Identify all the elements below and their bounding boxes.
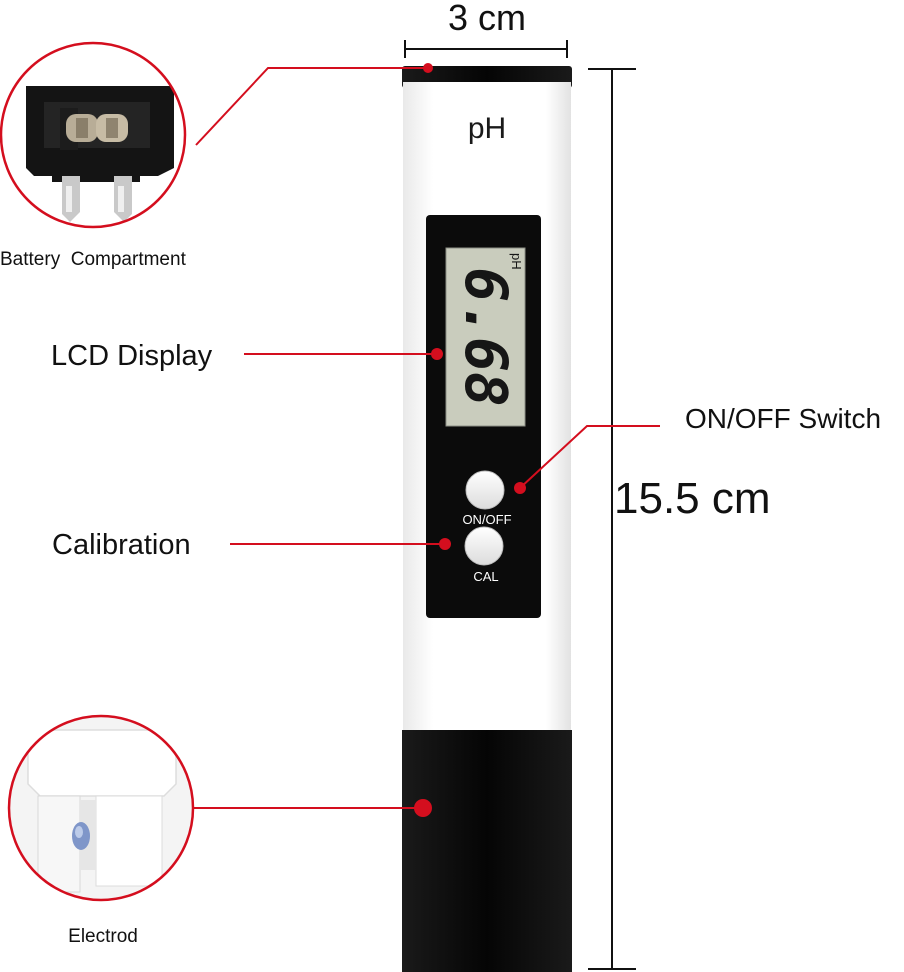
electrode-dot	[414, 799, 432, 817]
lcd-screen	[446, 248, 525, 426]
electrode-label: Electrod	[68, 926, 138, 947]
calibration-label: Calibration	[52, 529, 191, 561]
battery-dot	[423, 63, 433, 73]
battery-leader	[195, 67, 428, 146]
lcd-display-label: LCD Display	[51, 340, 213, 372]
battery-compartment-label: Battery Compartment	[0, 249, 187, 270]
callout-dots	[414, 63, 526, 817]
lcd-dot	[431, 348, 443, 360]
lcd-unit: pH	[509, 253, 524, 270]
battery-compartment-inset	[0, 41, 187, 229]
ph-meter	[402, 66, 572, 972]
height-dimension-label: 15.5 cm	[614, 474, 771, 523]
electrode-inset	[7, 714, 195, 902]
switch-dot	[514, 482, 526, 494]
lcd-readout: 6.68 pH	[452, 253, 524, 407]
lcd-reading: 6.68	[452, 267, 520, 407]
on-off-switch-label: ON/OFF Switch	[685, 403, 881, 434]
on-off-button	[465, 470, 505, 510]
on-off-button-label: ON/OFF	[462, 512, 511, 527]
width-dimension-label: 3 cm	[448, 0, 526, 38]
electrode-cap	[402, 730, 572, 972]
calibration-dot	[439, 538, 451, 550]
height-dimension	[588, 68, 636, 970]
callout-leaders	[193, 67, 660, 809]
width-dimension	[404, 40, 568, 58]
switch-leader	[519, 425, 660, 489]
cal-button	[464, 526, 504, 566]
device-top-label: pH	[468, 112, 506, 145]
cal-button-label: CAL	[473, 569, 498, 584]
